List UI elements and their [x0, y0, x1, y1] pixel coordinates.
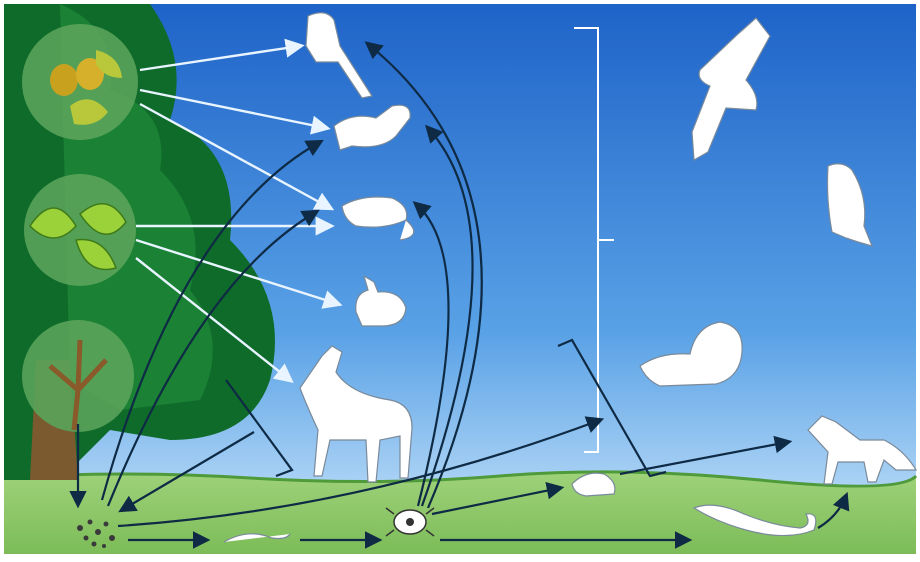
- leaf-icon: [24, 174, 136, 286]
- bark-icon: [22, 320, 134, 432]
- ground: [4, 472, 916, 554]
- acorn-icon: [22, 24, 138, 140]
